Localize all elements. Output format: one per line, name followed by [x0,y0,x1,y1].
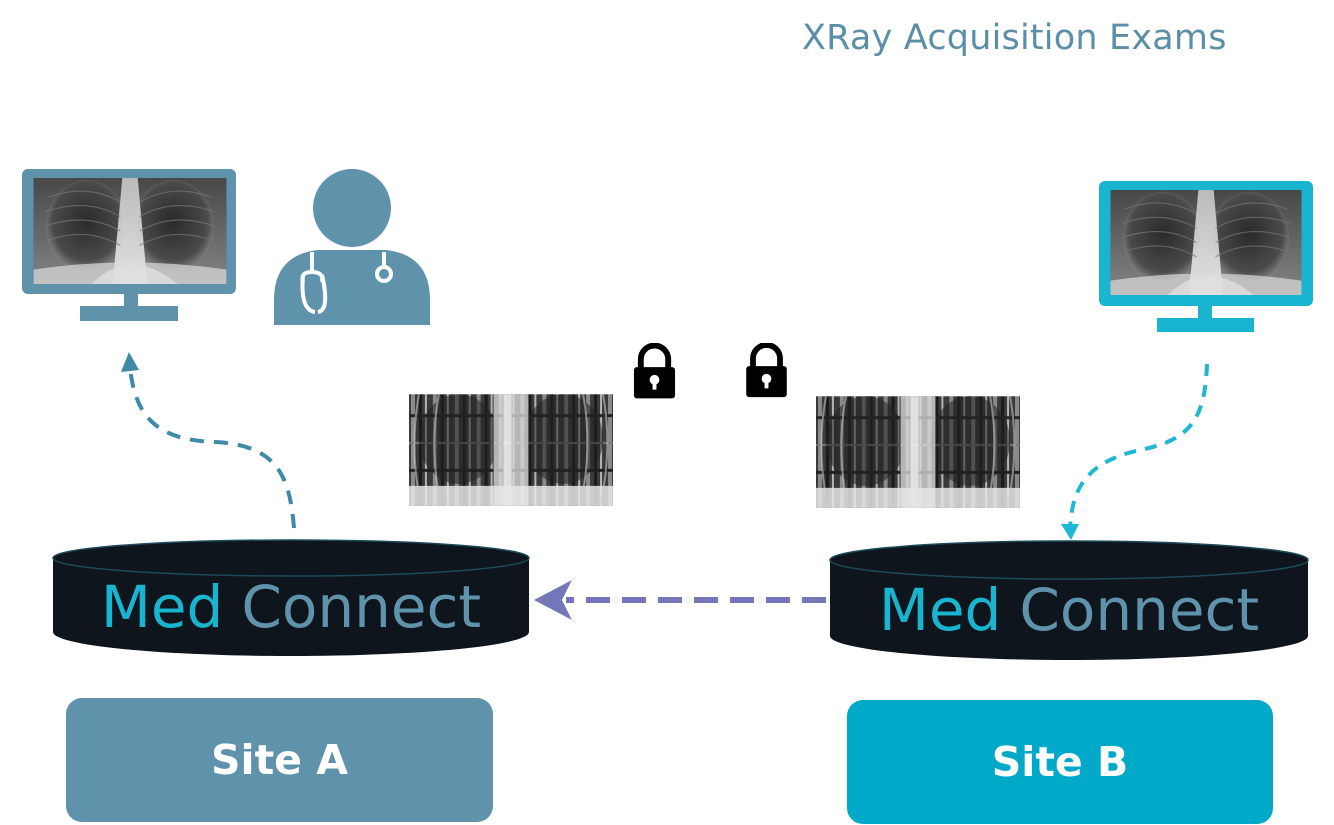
database-a-word1: Med [100,573,224,641]
site-a-label: Site A [211,736,348,784]
xray-image [816,396,1020,508]
monitor-icon [22,169,236,321]
doctor-icon [274,169,430,325]
database-icon [829,540,1309,660]
lock-icon [634,346,675,399]
monitor-icon [1099,181,1313,332]
upload-arrow [121,352,296,529]
site-b-box: Site B [847,700,1273,824]
diagram-title: XRay Acquisition Exams [802,18,1227,58]
xray-image [409,394,613,506]
database-b-word1: Med [878,576,1002,644]
transfer-arrow [534,580,826,620]
database-a-word2: Connect [241,573,482,641]
site-a-box: Site A [66,698,493,822]
database-icon [52,539,530,656]
site-b-label: Site B [991,738,1129,786]
lock-icon [746,345,787,397]
download-arrow [1061,363,1209,540]
database-b-word2: Connect [1019,576,1260,644]
